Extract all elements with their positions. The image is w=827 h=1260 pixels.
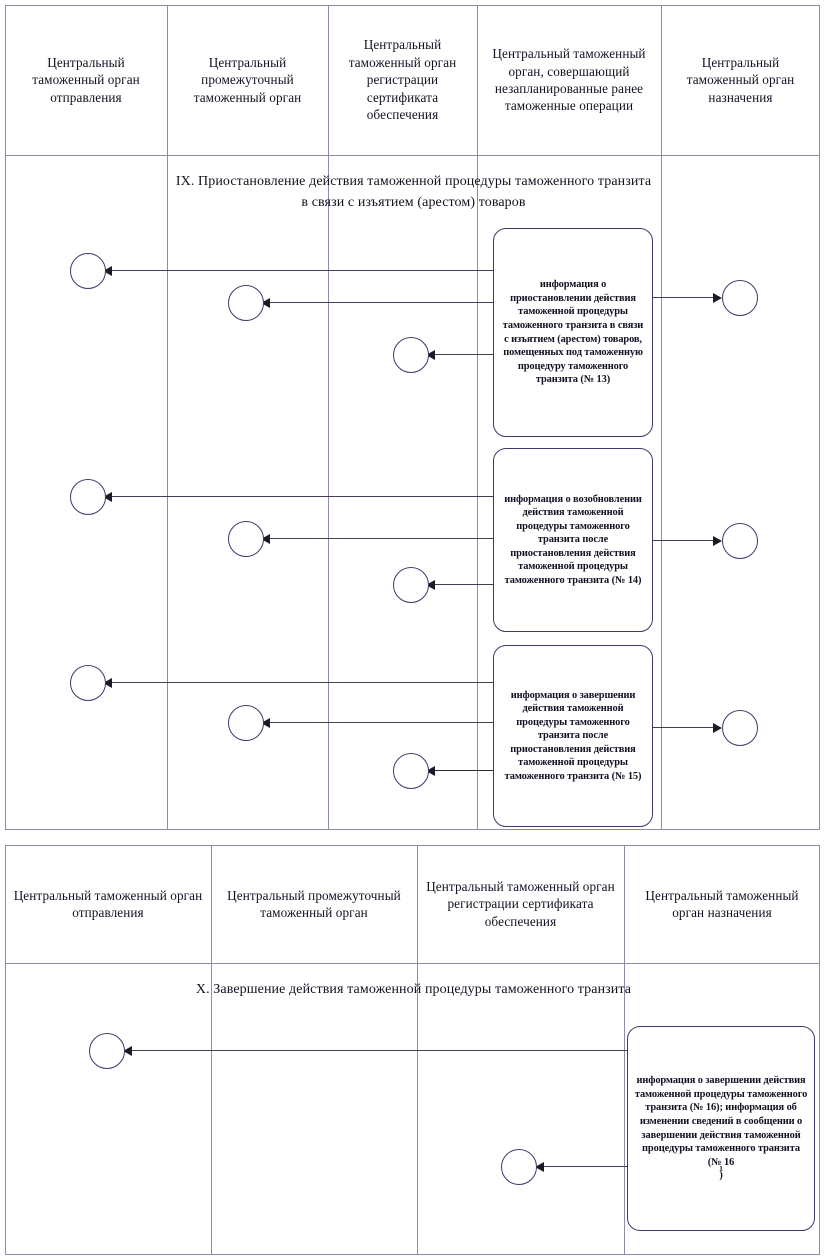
section-x-header-divider (5, 963, 820, 964)
section-ix-lane-sep-4 (661, 156, 662, 829)
arrow-14-to-departure-head (103, 492, 112, 502)
section-ix-lane-sep-2 (328, 156, 329, 829)
arrow-13-to-departure (108, 270, 493, 272)
node-13-destination (722, 280, 758, 316)
arrow-15-to-departure (108, 682, 493, 684)
section-x-header-2-label: Центральный промежуточный таможенный орг… (227, 887, 401, 920)
arrow-13-to-destination (653, 297, 715, 299)
section-ix-header-4: Центральный таможенный орган, совершающи… (478, 6, 660, 154)
arrow-13-to-certificate (431, 354, 493, 356)
arrow-16-to-certificate (540, 1166, 627, 1168)
message-box-14: информация о возобновлении действия тамо… (493, 448, 653, 632)
section-x-header-1: Центральный таможенный орган отправления (6, 846, 210, 962)
section-ix-header-3-label: Центральный таможенный орган регистрации… (348, 37, 457, 123)
section-x-title-line1: X. Завершение действия таможенной процед… (60, 980, 767, 1000)
message-box-16-text-part2: ) (719, 1170, 723, 1182)
message-box-16: информация о завершении действия таможен… (627, 1026, 815, 1231)
section-x-header-2: Центральный промежуточный таможенный орг… (212, 846, 416, 962)
section-x-header-4-label: Центральный таможенный орган назначения (645, 887, 799, 920)
section-ix-table (5, 5, 820, 830)
message-box-13-text: информация о приостановлении действия та… (502, 279, 644, 386)
section-x-table (5, 845, 820, 1255)
section-x-lane-sep-3 (624, 964, 625, 1254)
message-box-15-text: информация о завершении действия таможен… (504, 689, 642, 782)
arrow-15-to-certificate (431, 770, 493, 772)
node-15-certificate (393, 753, 429, 789)
section-ix-lane-sep-1 (167, 156, 168, 829)
section-x-header-1-label: Центральный таможенный орган отправления (13, 887, 203, 920)
node-16-departure (89, 1033, 125, 1069)
section-x-col-sep-2 (417, 845, 418, 963)
arrow-15-to-destination (653, 727, 715, 729)
section-ix-header-4-label: Центральный таможенный орган, совершающи… (492, 46, 646, 114)
arrow-13-to-intermediate-head (261, 298, 270, 308)
arrow-15-to-certificate-head (426, 766, 435, 776)
arrow-15-to-departure-head (103, 678, 112, 688)
arrow-14-to-intermediate (266, 538, 493, 540)
arrow-14-to-destination (653, 540, 715, 542)
arrow-14-to-certificate-head (426, 580, 435, 590)
section-ix-col-sep-1 (167, 5, 168, 155)
arrow-16-to-certificate-head (535, 1162, 544, 1172)
section-ix-header-5-label: Центральный таможенный орган назначения (686, 54, 795, 105)
section-ix-header-2: Центральный промежуточный таможенный орг… (168, 6, 327, 154)
section-ix-lane-sep-3 (477, 156, 478, 829)
node-15-intermediate (228, 705, 264, 741)
section-ix-header-2-label: Центральный промежуточный таможенный орг… (193, 54, 302, 105)
section-ix-col-sep-4 (661, 5, 662, 155)
section-x-col-sep-3 (624, 845, 625, 963)
arrow-14-to-certificate (431, 584, 493, 586)
node-13-departure (70, 253, 106, 289)
section-ix-title-line1-text: IX. Приостановление действия таможенной … (175, 174, 652, 189)
section-x-lane-sep-1 (211, 964, 212, 1254)
arrow-14-to-intermediate-head (261, 534, 270, 544)
section-x-col-sep-1 (211, 845, 212, 963)
arrow-13-to-departure-head (103, 266, 112, 276)
section-ix-title-line2-text: в связи с изъятием (арестом) товаров (301, 195, 526, 210)
node-14-destination (722, 523, 758, 559)
arrow-16-to-departure-head (123, 1046, 132, 1056)
section-ix-header-5: Центральный таможенный орган назначения (662, 6, 819, 154)
section-ix-header-1-label: Центральный таможенный орган отправления (32, 54, 140, 105)
section-x-header-3-label: Центральный таможенный орган регистрации… (426, 878, 615, 929)
section-ix-col-sep-2 (328, 5, 329, 155)
section-ix-col-sep-3 (477, 5, 478, 155)
node-13-intermediate (228, 285, 264, 321)
section-ix-title-line2: в связи с изъятием (арестом) товаров (60, 193, 767, 213)
section-ix-header-1: Центральный таможенный орган отправления (6, 6, 166, 154)
message-box-14-text: информация о возобновлении действия тамо… (504, 493, 642, 586)
section-ix-header-3: Центральный таможенный орган регистрации… (329, 6, 476, 154)
section-x-header-4: Центральный таможенный орган назначения (625, 846, 819, 962)
arrow-13-to-destination-head (713, 293, 722, 303)
message-box-15: информация о завершении действия таможен… (493, 645, 653, 827)
message-box-16-text-part1: информация о завершении действия таможен… (634, 1075, 808, 1168)
node-16-certificate (501, 1149, 537, 1185)
arrow-13-to-intermediate (266, 302, 493, 304)
node-14-intermediate (228, 521, 264, 557)
section-x-header-3: Центральный таможенный орган регистрации… (418, 846, 623, 962)
arrow-16-to-departure (128, 1050, 627, 1052)
node-14-departure (70, 479, 106, 515)
section-x-lane-sep-2 (417, 964, 418, 1254)
node-13-certificate (393, 337, 429, 373)
section-ix-header-divider (5, 155, 820, 156)
message-box-13: информация о приостановлении действия та… (493, 228, 653, 437)
section-ix-title-line1: IX. Приостановление действия таможенной … (60, 172, 767, 192)
arrow-15-to-destination-head (713, 723, 722, 733)
message-box-16-text: информация о завершении действия таможен… (634, 1075, 808, 1182)
node-14-certificate (393, 567, 429, 603)
arrow-14-to-departure (108, 496, 493, 498)
arrow-13-to-certificate-head (426, 350, 435, 360)
arrow-15-to-intermediate (266, 722, 493, 724)
node-15-destination (722, 710, 758, 746)
node-15-departure (70, 665, 106, 701)
arrow-14-to-destination-head (713, 536, 722, 546)
arrow-15-to-intermediate-head (261, 718, 270, 728)
section-x-title-line1-text: X. Завершение действия таможенной процед… (195, 982, 632, 997)
